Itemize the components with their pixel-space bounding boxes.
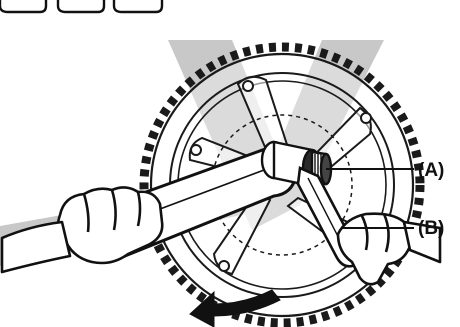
top-step-frames — [0, 0, 162, 12]
step-frame-1 — [0, 0, 46, 12]
callout-label-a: (A) — [418, 161, 444, 180]
callout-label-b: (B) — [418, 219, 444, 238]
hand-icon — [2, 187, 162, 272]
step-frame-3 — [114, 0, 162, 12]
step-frame-2 — [58, 0, 104, 12]
